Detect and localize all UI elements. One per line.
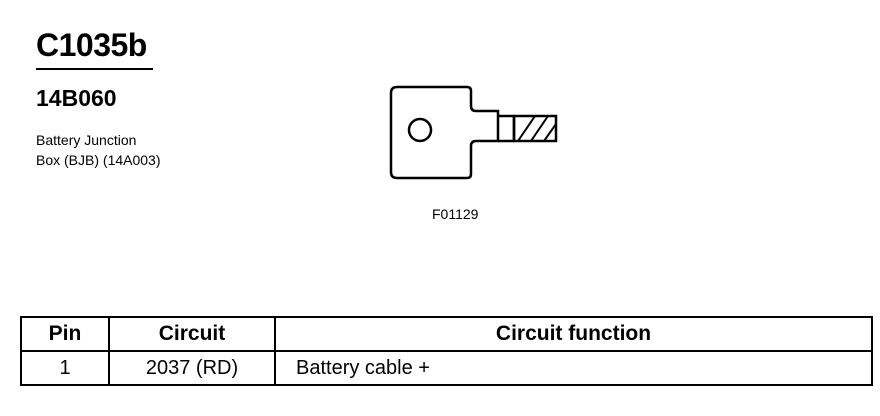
pin-cell: 1 xyxy=(20,350,110,386)
connector-description: Battery Junction Box (BJB) (14A003) xyxy=(36,130,236,170)
header-pin: Pin xyxy=(20,316,110,352)
circuit-function-cell: Battery cable + xyxy=(274,350,873,386)
pin-table-header: Pin Circuit Circuit function xyxy=(20,316,873,352)
ring-terminal-connector-icon xyxy=(385,84,565,189)
table-row: 1 2037 (RD) Battery cable + xyxy=(20,350,873,386)
connector-id-underline xyxy=(36,68,153,70)
header-circuit: Circuit xyxy=(108,316,276,352)
part-number: 14B060 xyxy=(36,85,117,111)
description-line-1: Battery Junction xyxy=(36,132,137,148)
header-circuit-function: Circuit function xyxy=(274,316,873,352)
circuit-cell: 2037 (RD) xyxy=(108,350,276,386)
pin-table: Pin Circuit Circuit function 1 2037 (RD)… xyxy=(20,316,873,386)
description-line-2: Box (BJB) (14A003) xyxy=(36,152,161,168)
figure-id: F01129 xyxy=(432,206,479,222)
connector-id: C1035b xyxy=(36,27,147,63)
